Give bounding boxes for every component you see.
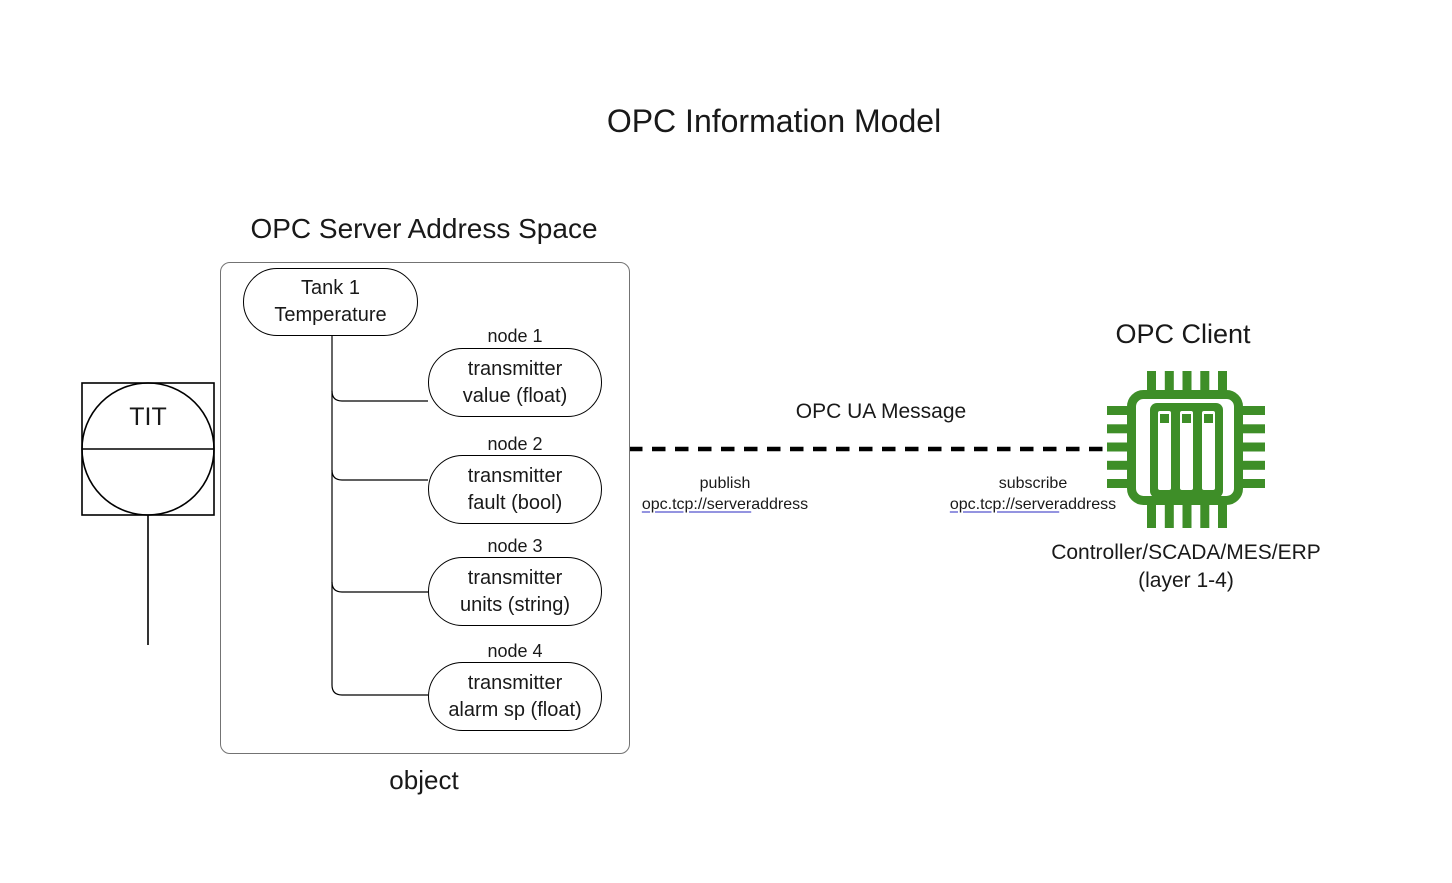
- chip-pin: [1107, 460, 1134, 470]
- chip-slot-dot: [1182, 414, 1191, 423]
- chip-pin: [1218, 371, 1227, 397]
- node-2-transmitter-fault: transmitter fault (bool): [428, 455, 602, 524]
- chip-pin: [1147, 499, 1156, 528]
- chip-pin: [1182, 371, 1192, 397]
- client-caption-line2: (layer 1-4): [1138, 569, 1234, 592]
- chip-slot: [1202, 411, 1215, 490]
- instrument-tag-label: TIT: [129, 403, 167, 431]
- node-3-transmitter-units: transmitter units (string): [428, 557, 602, 626]
- chip-pin: [1200, 371, 1210, 397]
- node-2-line2: fault (bool): [467, 491, 563, 514]
- chip-slot-dot: [1204, 414, 1213, 423]
- client-caption: Controller/SCADA/MES/ERP (layer 1-4): [1016, 539, 1356, 595]
- tree-branch-2: [331, 469, 428, 481]
- root-node-line1: Tank 1: [301, 277, 360, 299]
- publish-endpoint: publish opc.tcp://serveraddress: [620, 473, 830, 515]
- node-2-line1: transmitter: [467, 464, 563, 487]
- node-1-line2: value (float): [462, 384, 568, 407]
- node-1-transmitter-value: transmitter value (float): [428, 348, 602, 417]
- chip-pin: [1107, 406, 1134, 415]
- chip-pin: [1164, 371, 1174, 397]
- tree-root-node-tank1-temperature: Tank 1 Temperature: [243, 268, 418, 336]
- root-node-line2: Temperature: [274, 304, 387, 326]
- publish-url-suffix: address: [751, 496, 809, 513]
- chip-pin: [1147, 371, 1156, 397]
- node-4-transmitter-alarm-sp: transmitter alarm sp (float): [428, 662, 602, 731]
- node-1-line1: transmitter: [467, 357, 563, 380]
- subscribe-action-label: subscribe: [998, 475, 1068, 492]
- publish-action-label: publish: [699, 475, 751, 492]
- subscribe-url: opc.tcp://serveraddress: [928, 494, 1138, 515]
- server-address-space-box: [220, 262, 630, 754]
- tree-branch-3: [331, 581, 428, 593]
- chip-pin: [1236, 424, 1265, 434]
- chip-pin: [1107, 479, 1134, 488]
- node-1-label: node 1: [487, 326, 543, 346]
- chip-pin: [1236, 479, 1265, 488]
- server-address-space-heading: OPC Server Address Space: [250, 213, 598, 244]
- node-2-label: node 2: [487, 434, 543, 454]
- chip-pin: [1107, 442, 1134, 452]
- opc-client-heading: OPC Client: [1115, 319, 1251, 349]
- subscribe-url-link[interactable]: opc.tcp://server: [949, 496, 1060, 513]
- chip-slot: [1158, 411, 1171, 490]
- chip-icon: [1107, 371, 1265, 528]
- node-4-line1: transmitter: [467, 671, 563, 694]
- page-title: OPC Information Model: [606, 103, 942, 139]
- node-3-line2: units (string): [459, 593, 571, 616]
- chip-slot-dot: [1160, 414, 1169, 423]
- temperature-transmitter-symbol: [81, 382, 215, 645]
- tree-trunk-and-branch-4: [331, 336, 428, 696]
- chip-pin: [1218, 499, 1227, 528]
- chip-pin: [1164, 499, 1174, 528]
- opc-ua-message-label: OPC UA Message: [795, 400, 967, 423]
- subscribe-url-suffix: address: [1059, 496, 1117, 513]
- chip-pin: [1200, 499, 1210, 528]
- chip-pin: [1236, 442, 1265, 452]
- node-3-label: node 3: [487, 536, 543, 556]
- chip-pin: [1182, 499, 1192, 528]
- node-4-label: node 4: [487, 641, 543, 661]
- client-caption-line1: Controller/SCADA/MES/ERP: [1051, 541, 1321, 564]
- chip-slot: [1180, 411, 1193, 490]
- publish-url-link[interactable]: opc.tcp://server: [641, 496, 752, 513]
- node-3-line1: transmitter: [467, 566, 563, 589]
- subscribe-endpoint: subscribe opc.tcp://serveraddress: [928, 473, 1138, 515]
- node-4-line2: alarm sp (float): [448, 698, 582, 721]
- chip-pin: [1236, 460, 1265, 470]
- chip-pin: [1236, 406, 1265, 415]
- tree-connectors: [331, 336, 428, 696]
- publish-url: opc.tcp://serveraddress: [620, 494, 830, 515]
- chip-pin: [1107, 424, 1134, 434]
- tree-branch-1: [331, 390, 428, 402]
- object-label: object: [389, 765, 459, 795]
